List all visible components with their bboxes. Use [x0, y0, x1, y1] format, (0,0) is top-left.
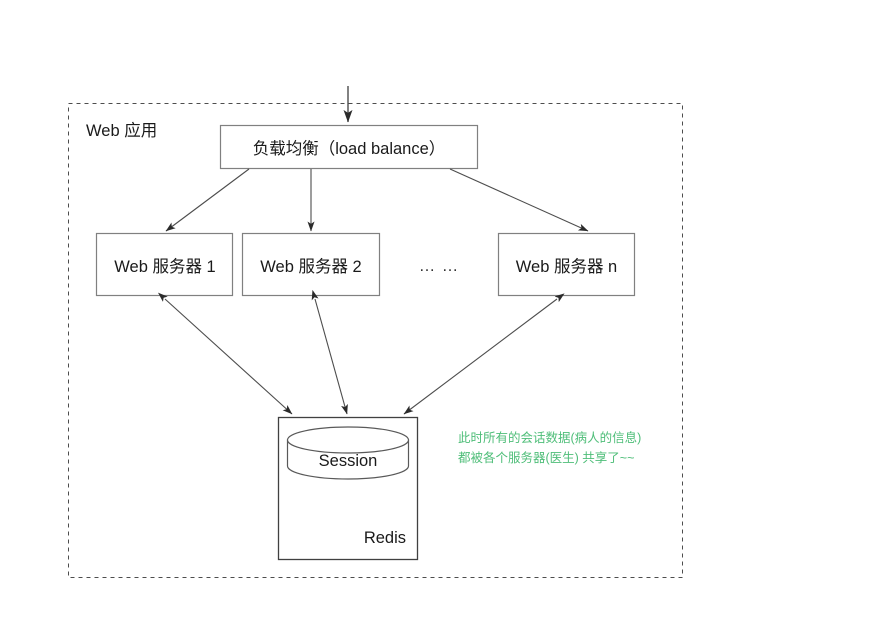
server1-redis-arrow: [157, 292, 293, 415]
session-cylinder-top: [286, 426, 410, 454]
web-server-1-box: [95, 232, 234, 297]
annotation-line-2: 都被各个服务器(医生) 共享了~~: [458, 451, 635, 465]
load-balancer-box: [219, 124, 479, 170]
server2-redis-arrow: [311, 289, 348, 415]
web-server-2-box: [241, 232, 381, 297]
annotation-line-1: 此时所有的会话数据(病人的信息): [458, 431, 642, 445]
servern-redis-arrow: [403, 293, 565, 415]
web-server-n-box: [497, 232, 636, 297]
session-sharing-annotation: 此时所有的会话数据(病人的信息) 都被各个服务器(医生) 共享了~~: [458, 428, 688, 468]
lb-to-server1-arrow: [165, 168, 250, 232]
lb-to-servern-arrow: [449, 168, 589, 232]
web-application-container-border: [68, 103, 683, 578]
